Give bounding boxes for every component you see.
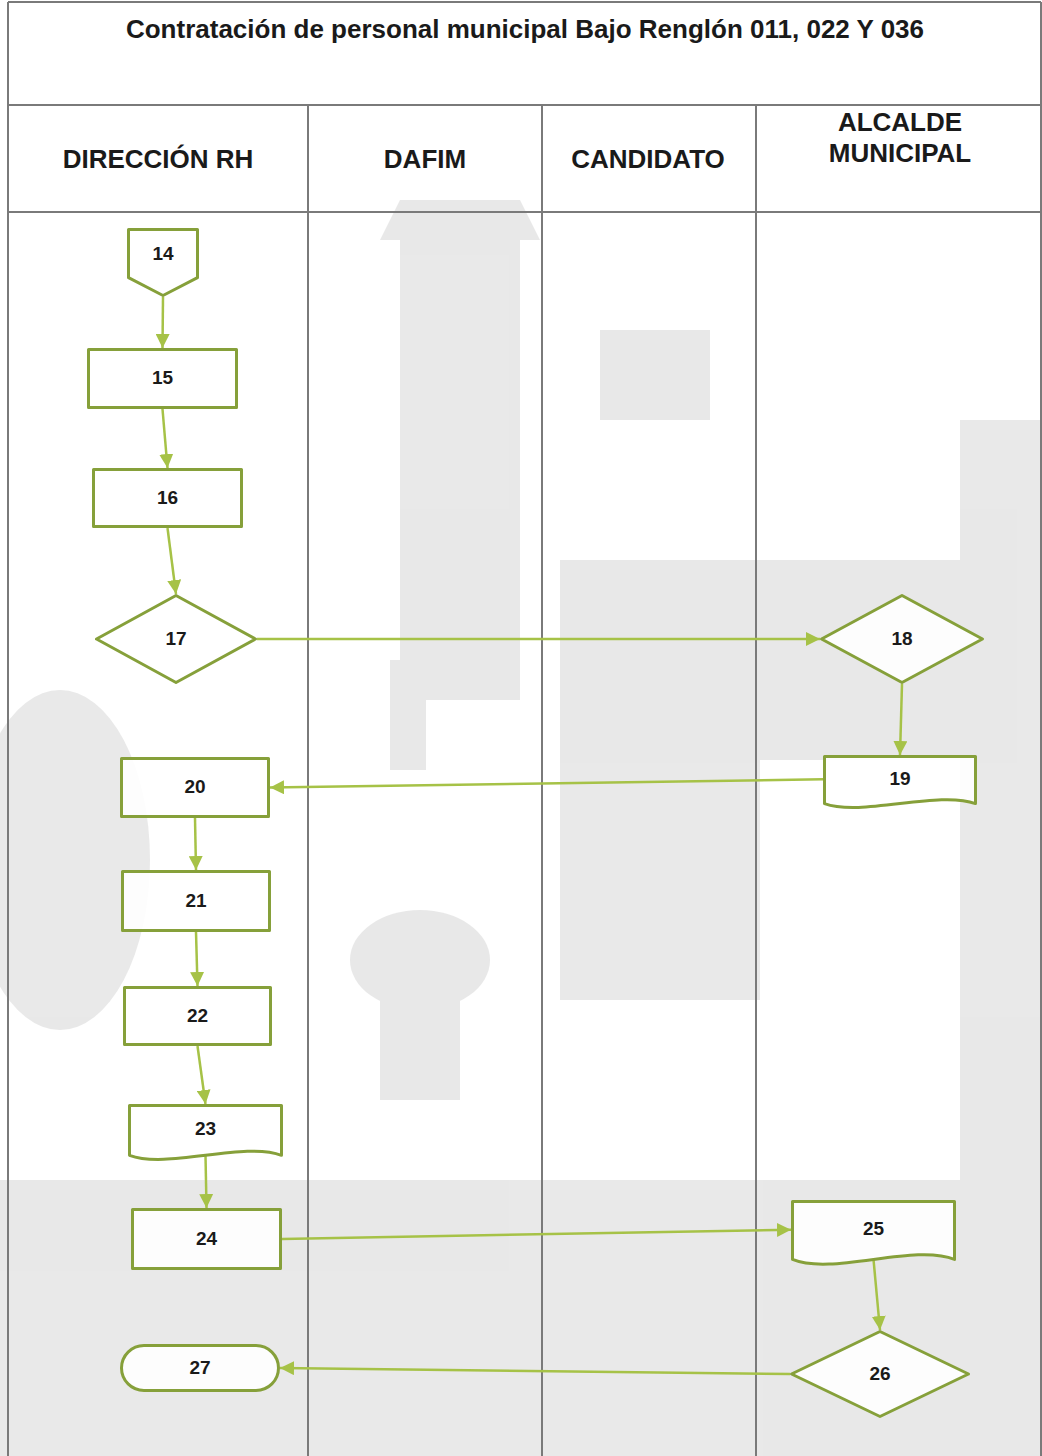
sign [600,330,710,420]
document-shape: 23 [128,1104,283,1161]
step-number: 26 [869,1364,890,1385]
step-number: 21 [185,891,206,912]
flow-arrow [163,409,168,468]
process-box: 21 [121,870,271,932]
step-number: 25 [863,1219,884,1240]
process-box [125,988,271,1045]
flow-arrow [161,297,164,348]
building-photo [0,200,1042,1456]
terminator: 27 [120,1344,280,1392]
process-box: 15 [87,348,238,409]
process-box: 24 [131,1208,282,1270]
decision-diamond: 17 [95,594,257,684]
flow-arrow [900,684,902,755]
decision-diamond [792,1332,969,1417]
process-box [94,470,242,527]
document-shape: 25 [791,1200,956,1266]
step-number: 16 [157,488,178,509]
lane-header: DIRECCIÓN RH [18,144,298,175]
decision-diamond: 26 [790,1330,970,1418]
lane-header: CANDIDATO [548,144,748,175]
step-number: 14 [152,244,173,265]
flow-arrow [198,1046,206,1104]
lane-header: DAFIM [315,144,535,175]
flow-arrow [874,1259,881,1330]
diagram-title: Contratación de personal municipal Bajo … [10,14,1040,45]
table-line [8,104,1041,106]
tower [400,230,520,700]
flow-arrow [270,779,823,787]
flow-arrow [282,1230,791,1239]
document-shape [825,757,976,808]
flow-arrow [257,638,820,641]
table-grid [8,2,1041,1456]
flow-arrow [206,1155,207,1208]
step-number: 24 [196,1229,217,1250]
step-number: 22 [187,1006,208,1027]
table-line [8,1,1041,3]
flow-arrow [280,1368,790,1374]
process-box [123,872,270,931]
decision-diamond: 18 [820,594,984,684]
step-number: 27 [189,1358,210,1379]
tower-roof [380,200,540,240]
tree [0,690,150,1030]
terminator [122,1346,279,1391]
lane-header: ALCALDE MUNICIPAL [790,107,1010,169]
step-number: 18 [891,629,912,650]
window [390,660,426,770]
process-box [89,350,237,408]
table-line [1040,2,1042,1456]
offpage-connector: 14 [127,228,199,297]
process-box [133,1210,281,1269]
step-number: 15 [152,368,173,389]
step-number: 23 [195,1119,216,1140]
process-box [122,759,269,817]
flow-arrow [195,818,196,870]
step-number: 17 [165,629,186,650]
table-line [7,2,9,1456]
flow-arrow [168,528,177,594]
flow-arrow [196,932,198,986]
table-line [8,211,1041,213]
decision-diamond [97,596,256,683]
process-box: 22 [123,986,272,1046]
decision-diamond [822,596,983,683]
step-number: 20 [184,777,205,798]
process-box: 16 [92,468,243,528]
document-shape [130,1106,282,1160]
document-shape [793,1202,955,1265]
gate [0,1180,1042,1456]
offpage-connector [129,230,198,296]
planter [380,990,460,1100]
process-box: 20 [120,757,270,818]
document-shape: 19 [823,755,977,809]
step-number: 19 [889,769,910,790]
lane-divider [541,105,543,1456]
lane-divider [307,105,309,1456]
